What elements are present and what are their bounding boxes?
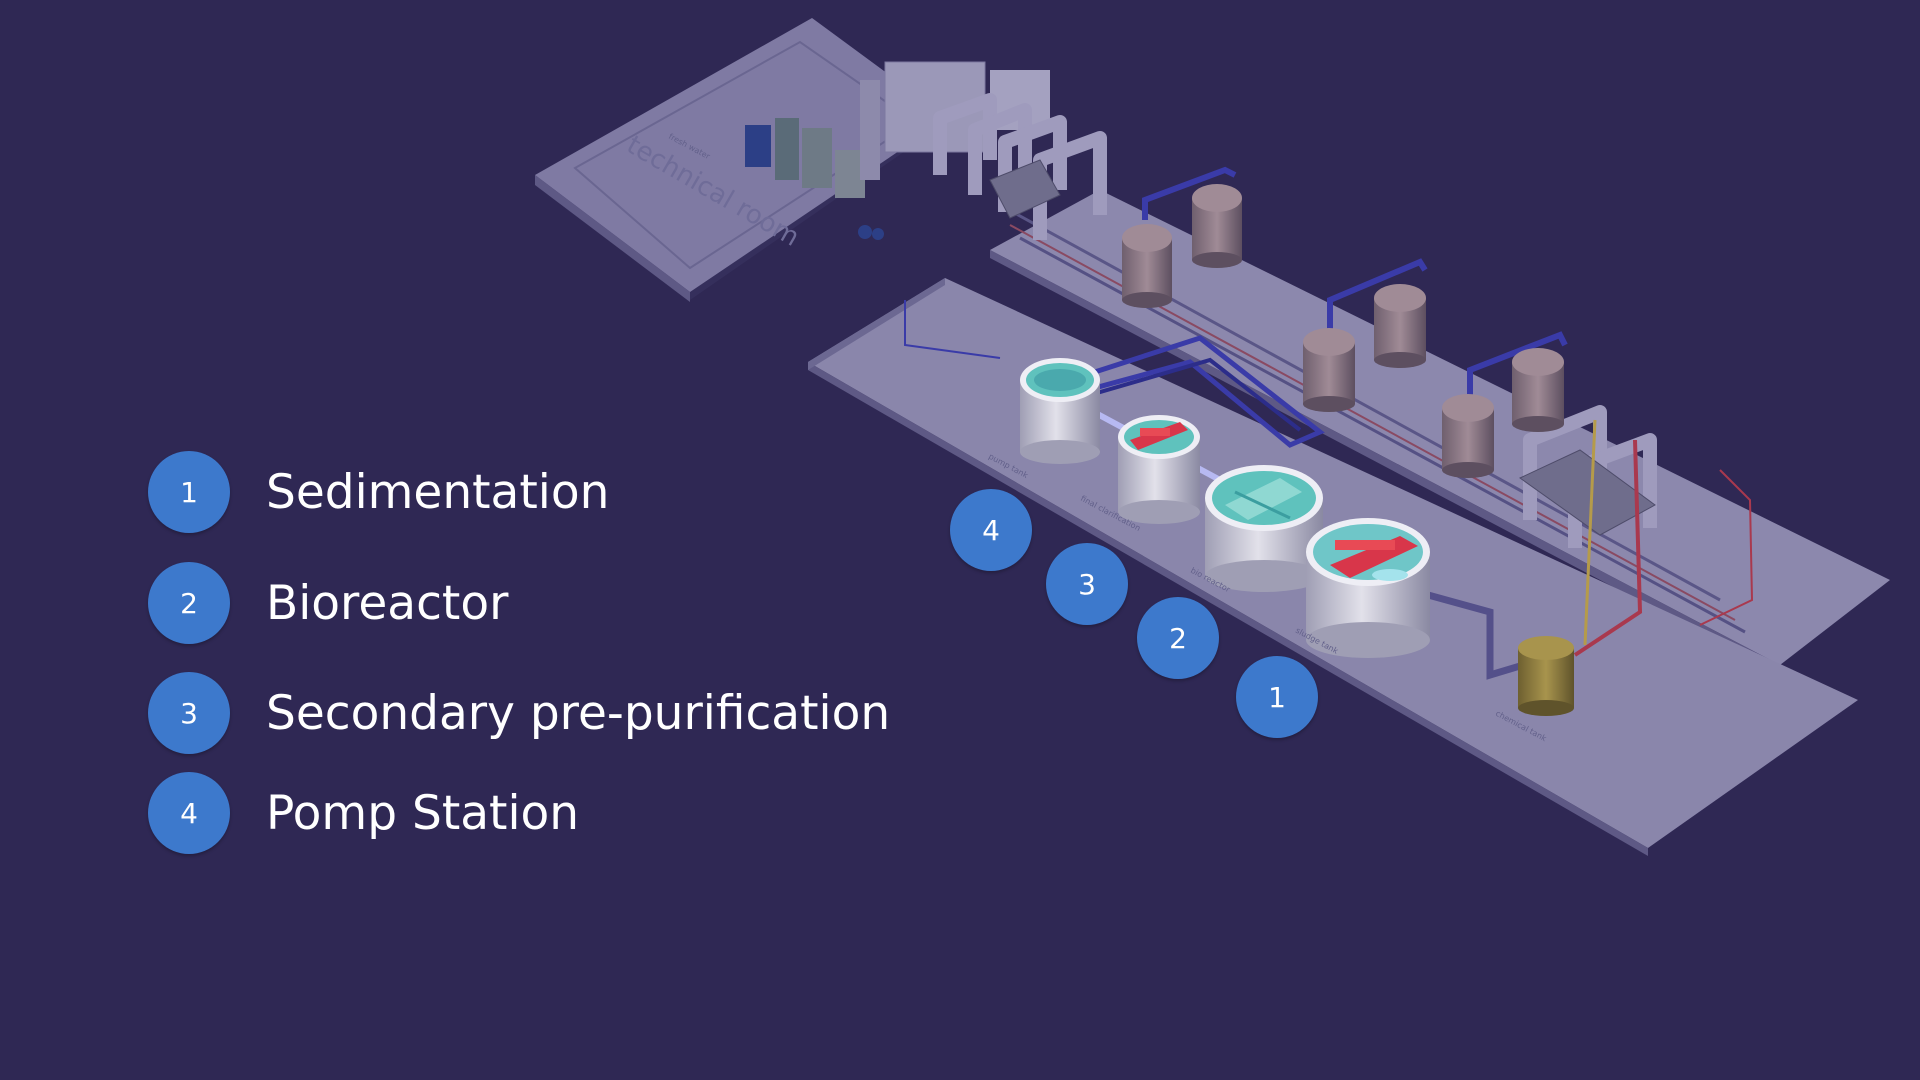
diagram-marker-4: 4 [950,489,1032,571]
diagram-marker-number: 2 [1137,597,1219,679]
legend-number-badge: 3 [148,672,230,754]
legend-label: Bioreactor [266,575,509,631]
legend-item-pomp-station: 4 Pomp Station [148,772,579,854]
tank-secondary-pre-purification [1118,415,1200,524]
diagram-marker-number: 1 [1236,656,1318,738]
tank-bioreactor [1205,465,1323,592]
legend-number-badge: 4 [148,772,230,854]
digester-silos [1122,166,1568,478]
diagram-marker-1: 1 [1236,656,1318,738]
legend-number-badge: 1 [148,451,230,533]
legend-label: Pomp Station [266,785,580,841]
legend-item-secondary-pre-purification: 3 Secondary pre-purification [148,672,890,754]
diagram-marker-number: 3 [1046,543,1128,625]
vehicles [989,159,1656,536]
tank-sedimentation [1306,518,1430,658]
diagram-marker-2: 2 [1137,597,1219,679]
diagram-marker-3: 3 [1046,543,1128,625]
chemical-tank [1518,636,1574,716]
legend-number-badge: 2 [148,562,230,644]
tank-pump-station [1020,358,1100,464]
diagram-marker-number: 4 [950,489,1032,571]
legend-item-sedimentation: 1 Sedimentation [148,451,609,533]
legend-label: Secondary pre-purification [266,685,891,741]
legend-label: Sedimentation [266,464,610,520]
technical-room-slab: technical room [535,18,950,302]
legend-item-bioreactor: 2 Bioreactor [148,562,508,644]
